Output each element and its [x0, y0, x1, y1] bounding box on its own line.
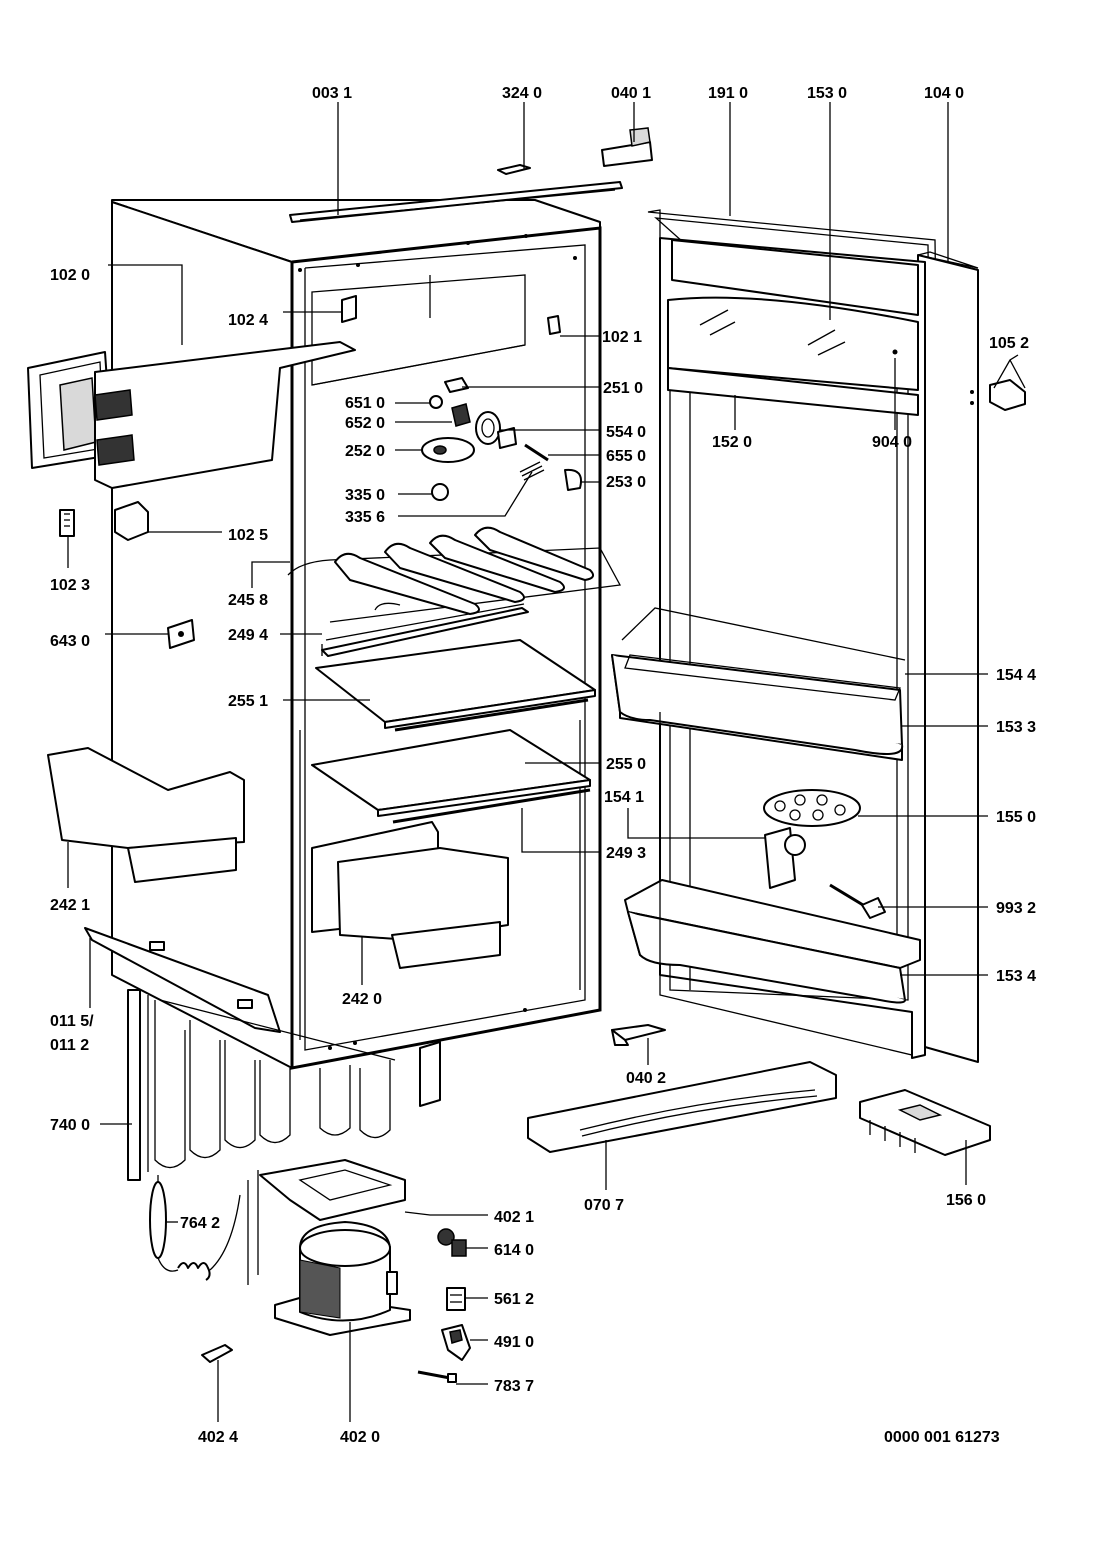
label-0031: 003 1 [312, 85, 352, 102]
label-2510: 251 0 [603, 380, 643, 397]
label-9040: 904 0 [872, 434, 912, 451]
label-5540: 554 0 [606, 424, 646, 441]
label-1520: 152 0 [712, 434, 752, 451]
label-2530: 253 0 [606, 474, 646, 491]
label-4020: 402 0 [340, 1429, 380, 1446]
freezer-door-panel [27, 341, 356, 489]
label-9932: 993 2 [996, 900, 1036, 917]
label-1544: 154 4 [996, 667, 1036, 684]
label-1025: 102 5 [228, 527, 268, 544]
evaporator-coil [287, 526, 622, 623]
label-2551: 255 1 [228, 693, 268, 710]
part-1024 [341, 295, 357, 323]
clip-4024 [201, 1344, 233, 1363]
refrigerator-door [647, 209, 1026, 1063]
lamp-part-9932 [829, 883, 886, 919]
label-6140: 614 0 [494, 1242, 534, 1259]
top-cover-strip [289, 181, 623, 223]
label-4910: 491 0 [494, 1334, 534, 1351]
label-1020: 102 0 [50, 267, 90, 284]
label-7400: 740 0 [50, 1117, 90, 1134]
part-1021 [547, 315, 561, 335]
label-6520: 652 0 [345, 415, 385, 432]
label-3350: 335 0 [345, 487, 385, 504]
label-1534: 153 4 [996, 968, 1036, 985]
label-1560: 156 0 [946, 1192, 986, 1209]
glass-shelf-2551 [315, 639, 596, 732]
label-1550: 155 0 [996, 809, 1036, 826]
label-3240: 324 0 [502, 85, 542, 102]
label-0112: 011 2 [50, 1037, 89, 1054]
label-2493: 249 3 [606, 845, 646, 862]
glass-shelf-2550 [311, 729, 591, 824]
bottom-rail-0115 [84, 927, 281, 1033]
light-switch-6430 [167, 619, 195, 649]
label-1021: 102 1 [602, 329, 642, 346]
condenser-coil [127, 989, 441, 1181]
label-0707: 070 7 [584, 1197, 624, 1214]
document-number: 0000 001 61273 [884, 1429, 1000, 1446]
shelf-rail-2494 [321, 603, 529, 657]
overload-5612 [446, 1287, 466, 1311]
door-bin-1534 [624, 879, 921, 1004]
hinge-bracket-top [601, 127, 653, 167]
label-1533: 153 3 [996, 719, 1036, 736]
clip-part-3240 [497, 164, 531, 175]
label-6510: 651 0 [345, 395, 385, 412]
crisper-drawer-2420 [311, 821, 509, 969]
label-4024: 402 4 [198, 1429, 238, 1446]
pin-7837 [417, 1370, 457, 1383]
bottle-retainer-1541 [764, 827, 806, 889]
label-2494: 249 4 [228, 627, 268, 644]
label-1530: 153 0 [807, 85, 847, 102]
egg-tray [763, 789, 861, 827]
compressor-tray [247, 1159, 406, 1285]
dairy-compartment [667, 239, 919, 416]
bracket-part-1025 [114, 501, 149, 541]
cover-4910 [441, 1324, 471, 1361]
hinge-bracket-bottom [611, 1024, 666, 1046]
filter-dryer [149, 1175, 241, 1281]
label-7837: 783 7 [494, 1378, 534, 1395]
door-bin-1533 [611, 607, 906, 761]
crisper-drawer-2421 [47, 747, 245, 883]
label-1024: 102 4 [228, 312, 268, 329]
label-1040: 104 0 [924, 85, 964, 102]
label-7642: 764 2 [180, 1215, 220, 1232]
label-4021: 402 1 [494, 1209, 534, 1226]
ice-cube-tray [859, 1089, 991, 1156]
label-0401: 040 1 [611, 85, 651, 102]
label-5612: 561 2 [494, 1291, 534, 1308]
hinge-part-1023 [59, 509, 75, 537]
label-6430: 643 0 [50, 633, 90, 650]
thermostat-assembly [421, 377, 582, 501]
plinth-rail [527, 1061, 837, 1153]
label-2458: 245 8 [228, 592, 268, 609]
label-2421: 242 1 [50, 897, 90, 914]
label-2550: 255 0 [606, 756, 646, 773]
label-2520: 252 0 [345, 443, 385, 460]
part-labels: 003 1 324 0 040 1 191 0 153 0 104 0 102 … [50, 85, 1036, 1446]
label-1541: 154 1 [604, 789, 644, 806]
label-6550: 655 0 [606, 448, 646, 465]
label-1052: 105 2 [989, 335, 1029, 352]
label-0402: 040 2 [626, 1070, 666, 1087]
label-2420: 242 0 [342, 991, 382, 1008]
label-3356: 335 6 [345, 509, 385, 526]
relay-6140 [437, 1228, 467, 1257]
compressor [274, 1221, 411, 1336]
leader-lines [67, 102, 1026, 1422]
label-1023: 102 3 [50, 577, 90, 594]
label-0115: 011 5/ [50, 1013, 94, 1030]
label-1910: 191 0 [708, 85, 748, 102]
